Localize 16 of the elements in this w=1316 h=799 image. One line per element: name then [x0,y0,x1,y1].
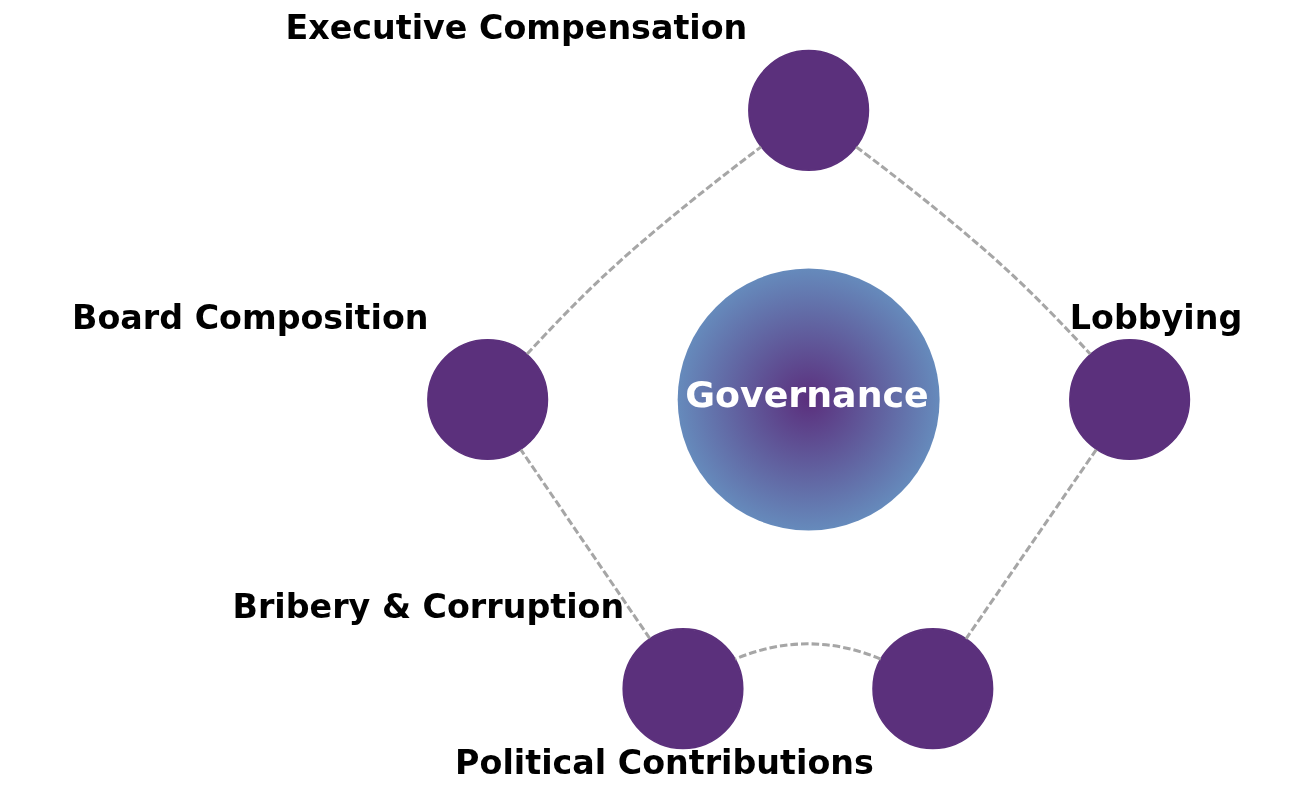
node-label: Lobbying [1069,297,1243,337]
node-label: Bribery & Corruption [232,586,625,626]
connector [519,448,651,640]
connector [526,145,762,356]
node-label: Board Composition [72,297,429,337]
node-circle [872,628,994,750]
connector [855,145,1092,356]
node-circle [1069,338,1191,461]
node-label: Political Contributions [455,742,874,782]
node-circle: Governance [677,268,940,531]
connector [964,448,1098,640]
node-circle [427,338,549,461]
node-label: Executive Compensation [285,8,748,48]
node-circle [622,628,744,750]
connector [734,642,882,661]
node-circle [748,49,870,171]
